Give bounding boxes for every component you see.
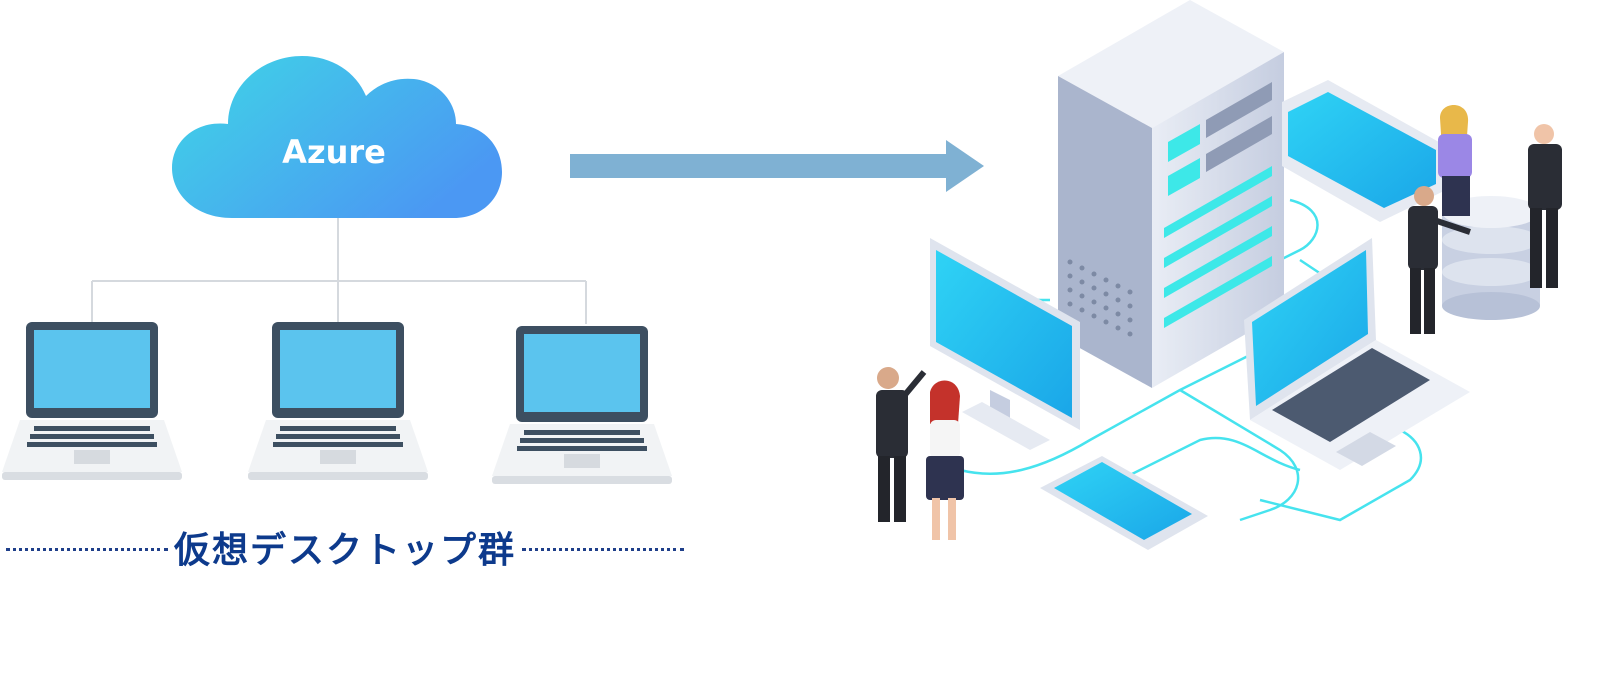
laptop-icon (2, 322, 182, 480)
person-icon (926, 380, 964, 540)
network-connector (91, 210, 587, 324)
laptop-icon (1244, 238, 1470, 470)
person-icon (1528, 124, 1562, 288)
dotted-divider-left (6, 547, 168, 551)
smartphone-icon (1040, 456, 1208, 550)
laptop-icon (492, 326, 672, 484)
person-icon (1438, 104, 1472, 216)
tablet-icon (1282, 80, 1446, 222)
monitor-icon (930, 238, 1080, 450)
person-icon (876, 367, 927, 522)
cloud-icon: Azure (172, 56, 502, 218)
person-icon (1408, 186, 1471, 334)
server-rack-icon (1058, 0, 1284, 388)
caption-row: 仮想デスクトップ群 (0, 522, 690, 572)
laptop-icon (248, 322, 428, 480)
circuit-lines (959, 198, 1422, 522)
virtual-desktop-caption: 仮想デスクトップ群 (174, 530, 517, 571)
dotted-divider-right (522, 547, 685, 551)
database-icon (1442, 196, 1540, 320)
arrow-right-icon (570, 140, 984, 192)
cloud-label: Azure (282, 133, 386, 171)
